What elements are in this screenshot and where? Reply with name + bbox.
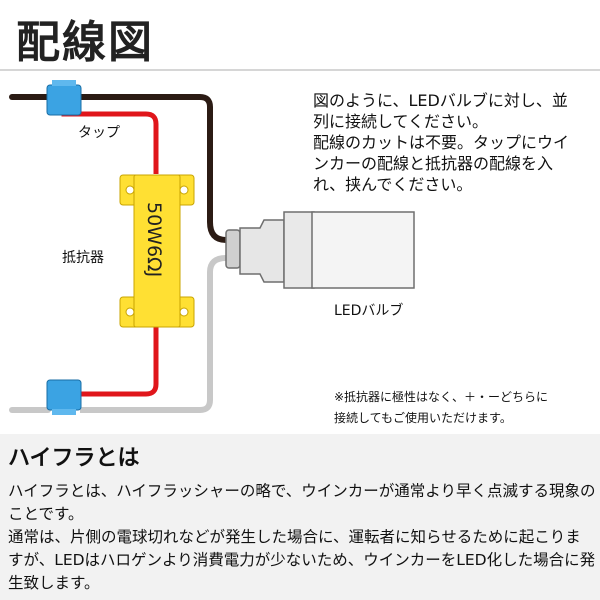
page-title: 配線図 (16, 17, 154, 68)
tap-bottom-body (46, 379, 82, 411)
section-body: ハイフラとは、ハイフラッシャーの略で、ウインカーが通常より早く点滅する現象のこと… (8, 480, 596, 595)
black-wire (80, 94, 250, 243)
wiring-diagram-svg: 50W6ΩJ (9, 80, 415, 415)
section-title: ハイフラとは (8, 446, 140, 471)
tap-top-body (46, 84, 82, 116)
red-wire-top (61, 111, 159, 174)
section-paragraph: ハイフラとは、ハイフラッシャーの略で、ウインカーが通常より早く点滅する現象のこと… (8, 482, 596, 523)
bulb-collar (283, 211, 315, 289)
resistor-marking: 50W6ΩJ (143, 202, 165, 277)
gray-wire (80, 255, 250, 413)
wiring-diagram: 50W6ΩJ タップ 抵抗器 LEDバルブ (0, 72, 600, 432)
bulb-body (311, 211, 415, 289)
bulb-label: LEDバルブ (334, 303, 404, 319)
instruction-text: 図のように、LEDバルブに対し、並列に接続してください。 配線のカットは不要。タ… (313, 91, 570, 194)
bulb-base-tip (225, 229, 241, 269)
resistor-label: 抵抗器 (62, 250, 104, 266)
polarity-note: ※抵抗器に極性はなく、＋・ーどちらに 接続してもご使用いただけます。 (334, 390, 549, 425)
hyperflash-section (0, 434, 600, 600)
red-wire-bottom (61, 327, 159, 397)
tap-top-cap (52, 80, 76, 86)
tap-bottom-cap (52, 409, 76, 415)
header-divider (0, 69, 600, 71)
section-paragraph: 通常は、片側の電球切れなどが発生した場合に、運転者に知らせるために起こりますが、… (8, 528, 596, 592)
resistor-body (133, 174, 181, 328)
header: 配線図 (0, 0, 600, 71)
bulb-socket (239, 219, 285, 283)
tap-label: タップ (78, 125, 120, 141)
